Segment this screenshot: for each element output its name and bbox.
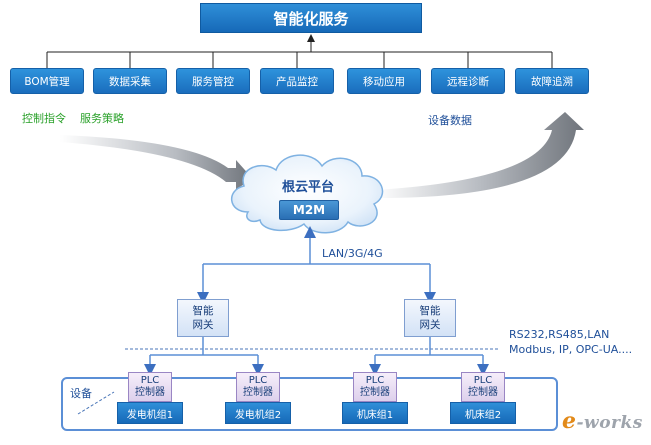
eworks-logo-rest: -works xyxy=(576,413,643,433)
plc-3[interactable]: PLC 控制器 xyxy=(353,372,397,402)
unit-generator-2[interactable]: 发电机组2 xyxy=(225,402,291,424)
device-slash xyxy=(77,391,115,415)
service-control[interactable]: 服务管控 xyxy=(176,68,250,94)
gateway-right-line2: 网关 xyxy=(419,319,441,331)
eworks-logo: e-works xyxy=(562,408,643,434)
plc-3-line1: PLC xyxy=(365,375,385,386)
label-devices: 设备 xyxy=(70,387,92,400)
label-protocols-1: RS232,RS485,LAN xyxy=(509,328,610,341)
gateway-right-line1: 智能 xyxy=(419,305,441,317)
plc-2[interactable]: PLC 控制器 xyxy=(236,372,280,402)
plc-4-line2: 控制器 xyxy=(468,387,498,398)
cloud-title: 根云平台 xyxy=(282,180,335,195)
service-bom[interactable]: BOM管理 xyxy=(10,68,84,94)
label-network: LAN/3G/4G xyxy=(322,247,383,260)
flow-arrow-control xyxy=(60,135,252,190)
plc-4-line1: PLC xyxy=(473,375,493,386)
plc-1-line1: PLC xyxy=(140,375,160,386)
service-monitor[interactable]: 产品监控 xyxy=(260,68,334,94)
service-diagnosis[interactable]: 远程诊断 xyxy=(431,68,505,94)
unit-machine-1[interactable]: 机床组1 xyxy=(342,402,408,424)
plc-2-line2: 控制器 xyxy=(243,387,273,398)
label-protocols-2: Modbus, IP, OPC-UA.... xyxy=(509,343,633,356)
smart-service-title: 智能化服务 xyxy=(200,3,422,33)
device-group-frame xyxy=(61,377,558,431)
gateway-left[interactable]: 智能 网关 xyxy=(177,299,229,337)
plc-2-line1: PLC xyxy=(248,375,268,386)
label-device-data: 设备数据 xyxy=(428,114,472,127)
unit-generator-1[interactable]: 发电机组1 xyxy=(117,402,183,424)
gateway-left-line2: 网关 xyxy=(192,319,214,331)
service-data-collection[interactable]: 数据采集 xyxy=(93,68,167,94)
service-tracing[interactable]: 故障追溯 xyxy=(515,68,589,94)
eworks-logo-e: e xyxy=(562,408,577,434)
network-lines xyxy=(197,226,436,304)
label-strategy: 服务策略 xyxy=(80,112,124,125)
gateway-right[interactable]: 智能 网关 xyxy=(404,299,456,337)
plc-1-line2: 控制器 xyxy=(135,387,165,398)
plc-1[interactable]: PLC 控制器 xyxy=(128,372,172,402)
service-tree-lines xyxy=(46,34,553,68)
cloud-platform-shape xyxy=(231,154,384,234)
gateway-plc-lines xyxy=(144,337,489,376)
plc-4[interactable]: PLC 控制器 xyxy=(461,372,505,402)
service-mobile[interactable]: 移动应用 xyxy=(347,68,421,94)
gateway-left-line1: 智能 xyxy=(192,305,214,317)
plc-3-line2: 控制器 xyxy=(360,387,390,398)
label-control: 控制指令 xyxy=(22,112,66,125)
flow-arrow-data xyxy=(375,112,584,198)
unit-machine-2[interactable]: 机床组2 xyxy=(450,402,516,424)
m2m-core[interactable]: M2M xyxy=(279,200,339,220)
